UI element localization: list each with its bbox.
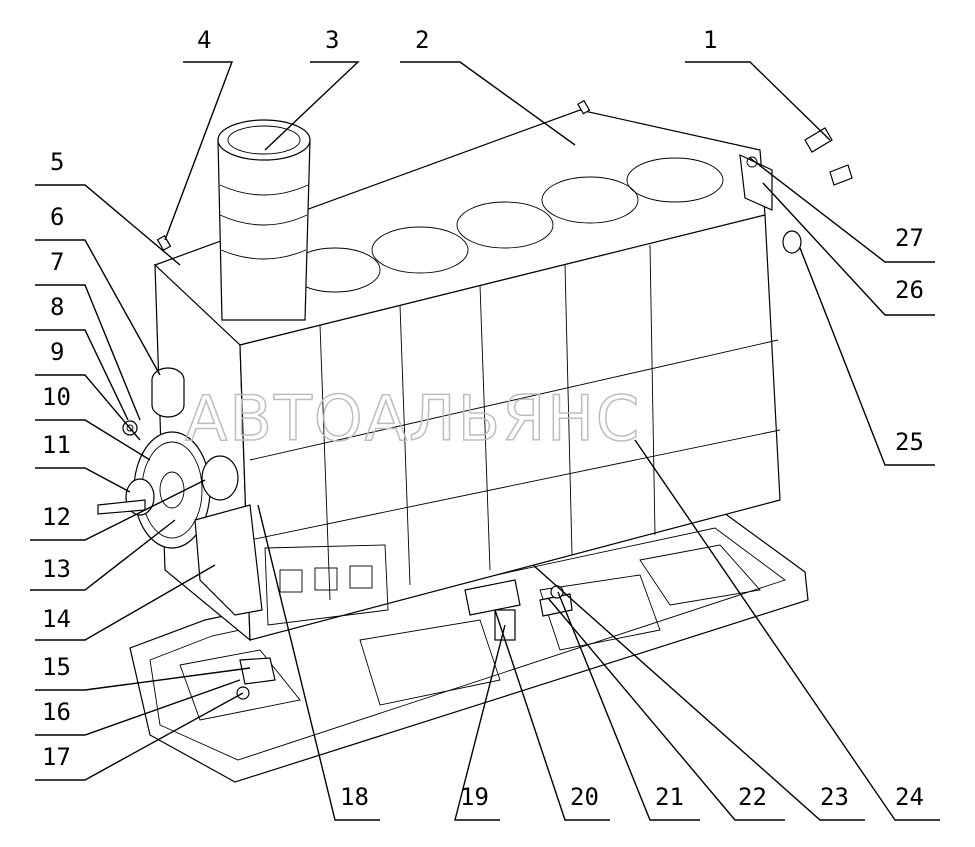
callout-18: 18 [340,783,369,811]
callout-13: 13 [42,555,71,583]
leader-7 [35,284,141,421]
callout-27: 27 [895,224,924,252]
leader-20 [494,609,610,821]
leader-24 [634,439,940,821]
callout-5: 5 [50,148,64,176]
leader-26 [762,182,935,316]
callout-8: 8 [50,293,64,321]
watermark-text: АВТОАЛЬЯНС [185,382,641,455]
callout-19: 19 [460,783,489,811]
leader-17 [35,692,244,781]
callout-4: 4 [197,26,211,54]
leader-1 [685,61,831,141]
callout-15: 15 [42,653,71,681]
callout-numbers: 1 2 3 4 5 6 7 8 9 10 11 12 13 14 15 16 1… [42,26,924,811]
leader-4 [164,61,234,241]
leader-27 [749,157,935,263]
callout-25: 25 [895,428,924,456]
leader-14 [35,564,216,641]
leader-25 [799,247,935,466]
leader-3 [264,61,360,151]
leader-19 [454,624,506,821]
callout-22: 22 [738,783,767,811]
bolt-1 [804,127,853,186]
callout-26: 26 [895,276,924,304]
callout-14: 14 [42,605,71,633]
leader-13 [30,519,176,591]
leader-11 [35,467,131,493]
leader-18 [257,504,380,821]
callout-9: 9 [50,338,64,366]
leader-8 [35,329,129,421]
callout-12: 12 [42,503,71,531]
leader-6 [35,239,161,376]
leader-16 [35,679,241,736]
callout-21: 21 [655,783,684,811]
leader-5 [35,184,181,266]
sleeve-6 [151,367,185,418]
leader-2 [400,61,576,146]
callout-11: 11 [42,431,71,459]
callout-24: 24 [895,783,924,811]
callout-3: 3 [325,26,339,54]
callout-23: 23 [820,783,849,811]
callout-1: 1 [703,26,717,54]
callout-2: 2 [415,26,429,54]
cylinder-liner [217,119,311,321]
gear-housing-14 [194,504,263,616]
leader-15 [35,667,251,691]
callout-17: 17 [42,743,71,771]
bearing-cap-13 [201,455,239,501]
plug-25 [782,230,802,254]
dowel-pin-top [577,99,591,115]
leader-23 [532,564,865,821]
leader-12 [30,479,206,541]
leader-10 [35,419,151,461]
callout-20: 20 [570,783,599,811]
leader-9 [35,374,141,441]
leader-lines [30,61,940,821]
callout-7: 7 [50,248,64,276]
callout-10: 10 [42,383,71,411]
dowel-pin-4 [156,234,172,252]
leader-21 [557,591,700,821]
callout-6: 6 [50,203,64,231]
callout-16: 16 [42,698,71,726]
leader-22 [547,597,785,821]
